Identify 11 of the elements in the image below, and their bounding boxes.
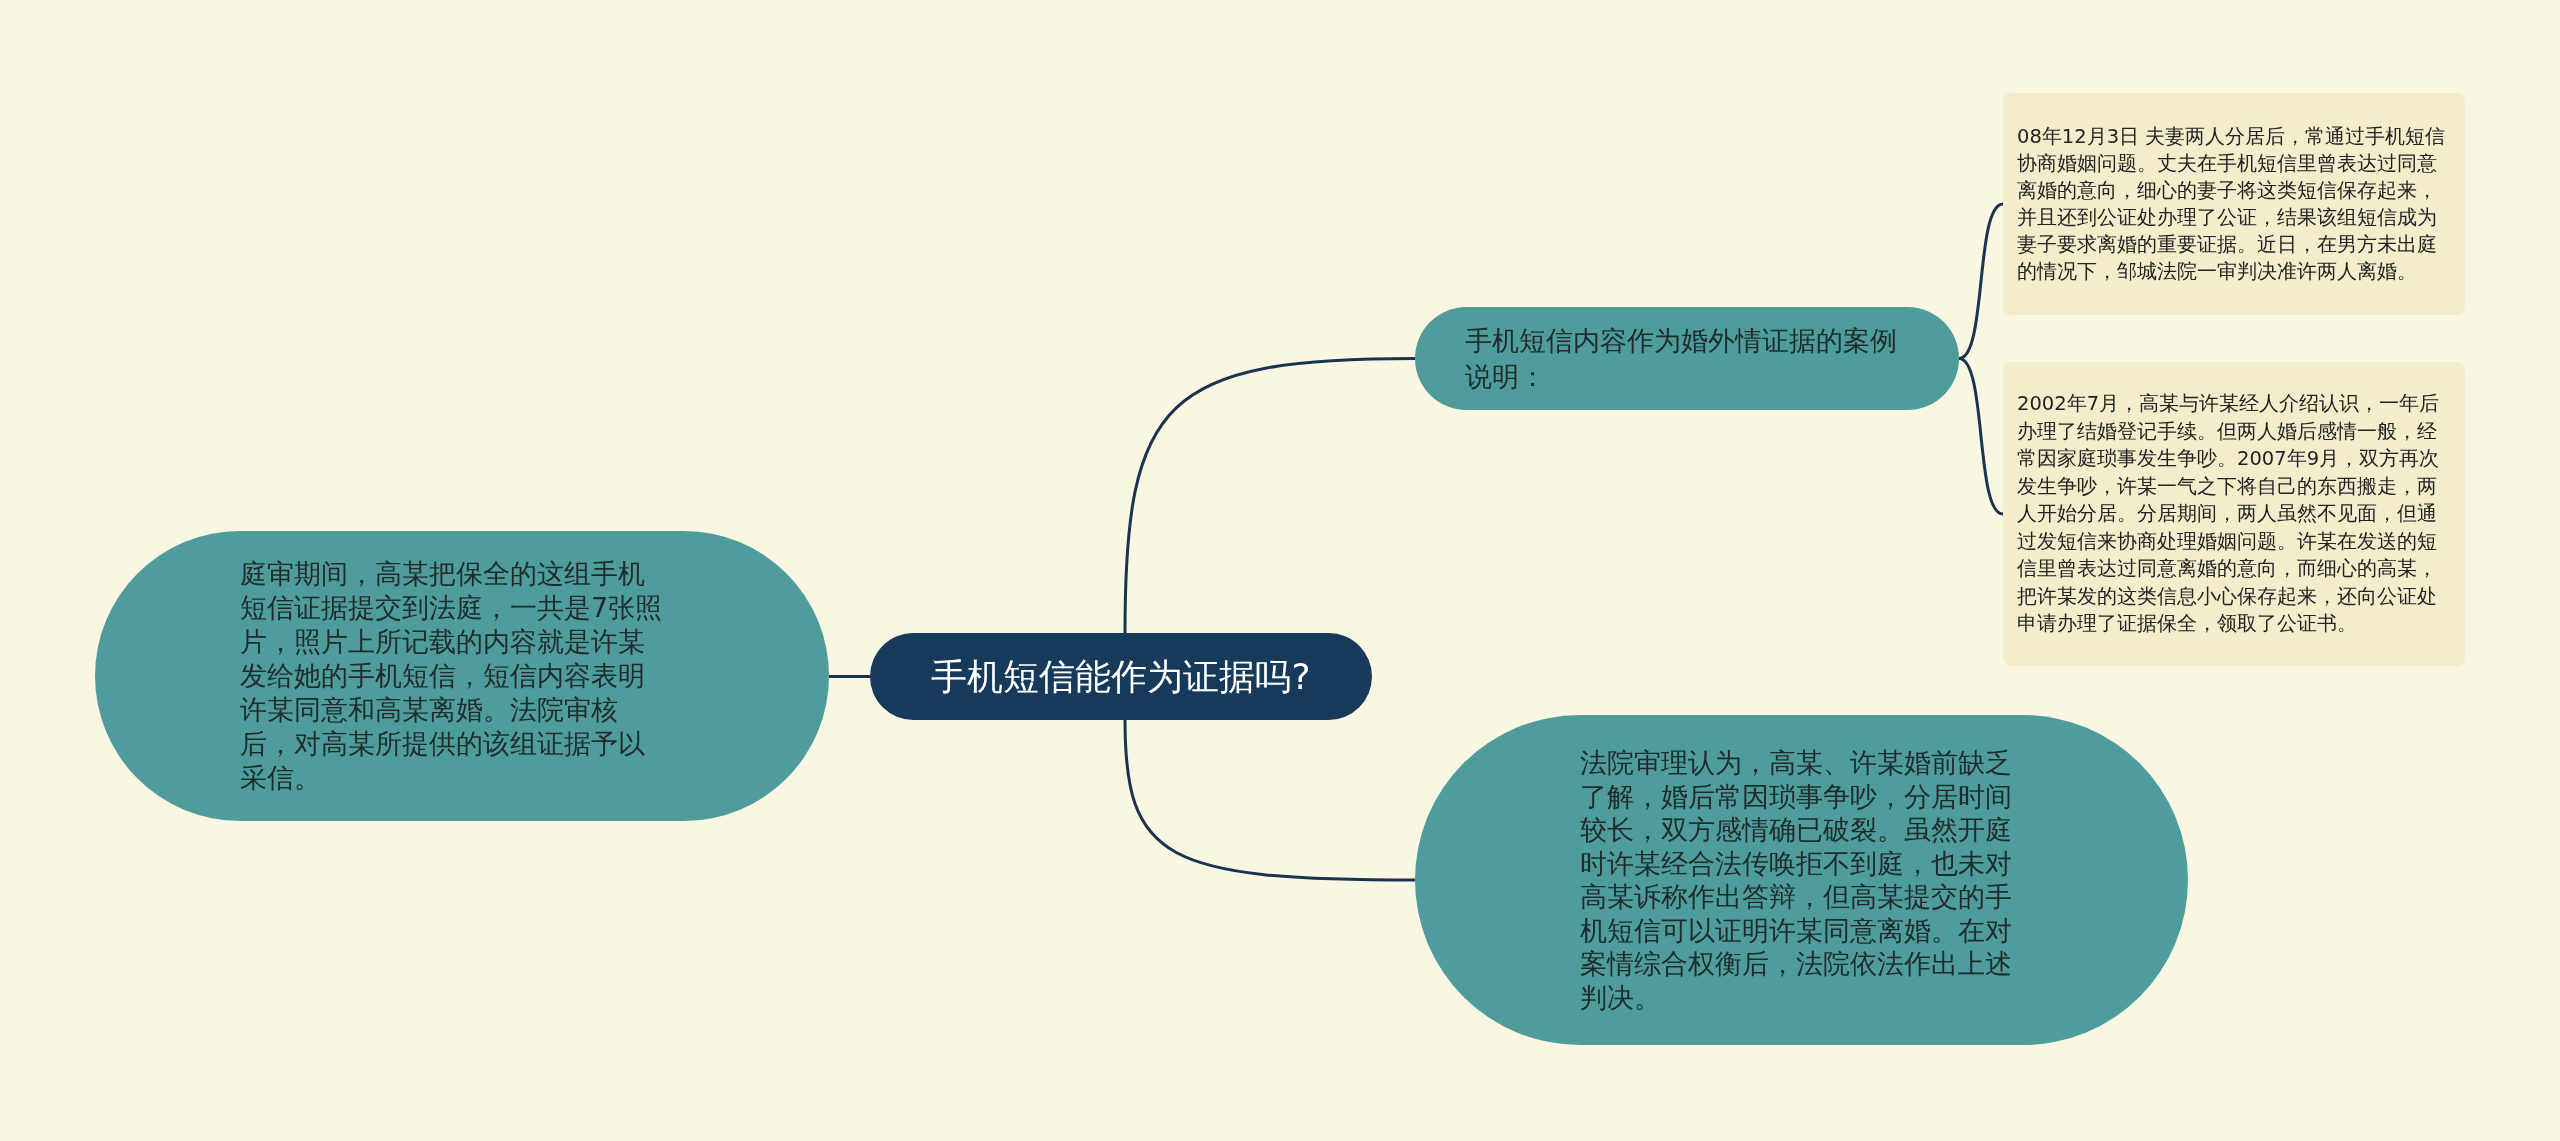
connector-line (1958, 357, 2004, 516)
note-card: 2002年7月，高某与许某经人介绍认识，一年后办理了结婚登记手续。但两人婚后感情一般，经常因家庭琐事发生争吵。2007年9月，双方再次发生争吵，许某一气之下将自己的东西搬走，两人开始分居。分居期间，两人虽然不见面，但通过发短信来协商处理婚姻问题。许某在发送的短信里曾表达过同意离婚的意向，而细心的高某，把许某发的这类信息小心保存起来，还向公证处申请办理了证据保全，领取了公证书。 (2003, 362, 2465, 666)
connector-line (1123, 357, 1416, 634)
root-topic: 手机短信能作为证据吗? (870, 633, 1372, 720)
connector-line (1958, 202, 2004, 360)
topic-bubble: 庭审期间，高某把保全的这组手机短信证据提交到法庭，一共是7张照片，照片上所记载的内容就是许某发给她的手机短信，短信内容表明许某同意和高某离婚。法院审核后，对高某所提供的该组证据予以采信。 (95, 531, 829, 821)
topic-bubble: 手机短信内容作为婚外情证据的案例说明： (1415, 307, 1959, 410)
connector-line (829, 675, 870, 678)
topic-bubble: 法院审理认为，高某、许某婚前缺乏了解，婚后常因琐事争吵，分居时间较长，双方感情确已破裂。虽然开庭时许某经合法传唤拒不到庭，也未对高某诉称作出答辩，但高某提交的手机短信可以证明许某同意离婚。在对案情综合权衡后，法院依法作出上述判决。 (1415, 715, 2188, 1045)
connector-line (1123, 719, 1415, 882)
note-card: 08年12月3日 夫妻两人分居后，常通过手机短信协商婚姻问题。丈夫在手机短信里曾表达过同意离婚的意向，细心的妻子将这类短信保存起来，并且还到公证处办理了公证，结果该组短信成为妻子要求离婚的重要证据。近日，在男方未出庭的情况下，邹城法院一审判决准许两人离婚。 (2003, 93, 2465, 315)
